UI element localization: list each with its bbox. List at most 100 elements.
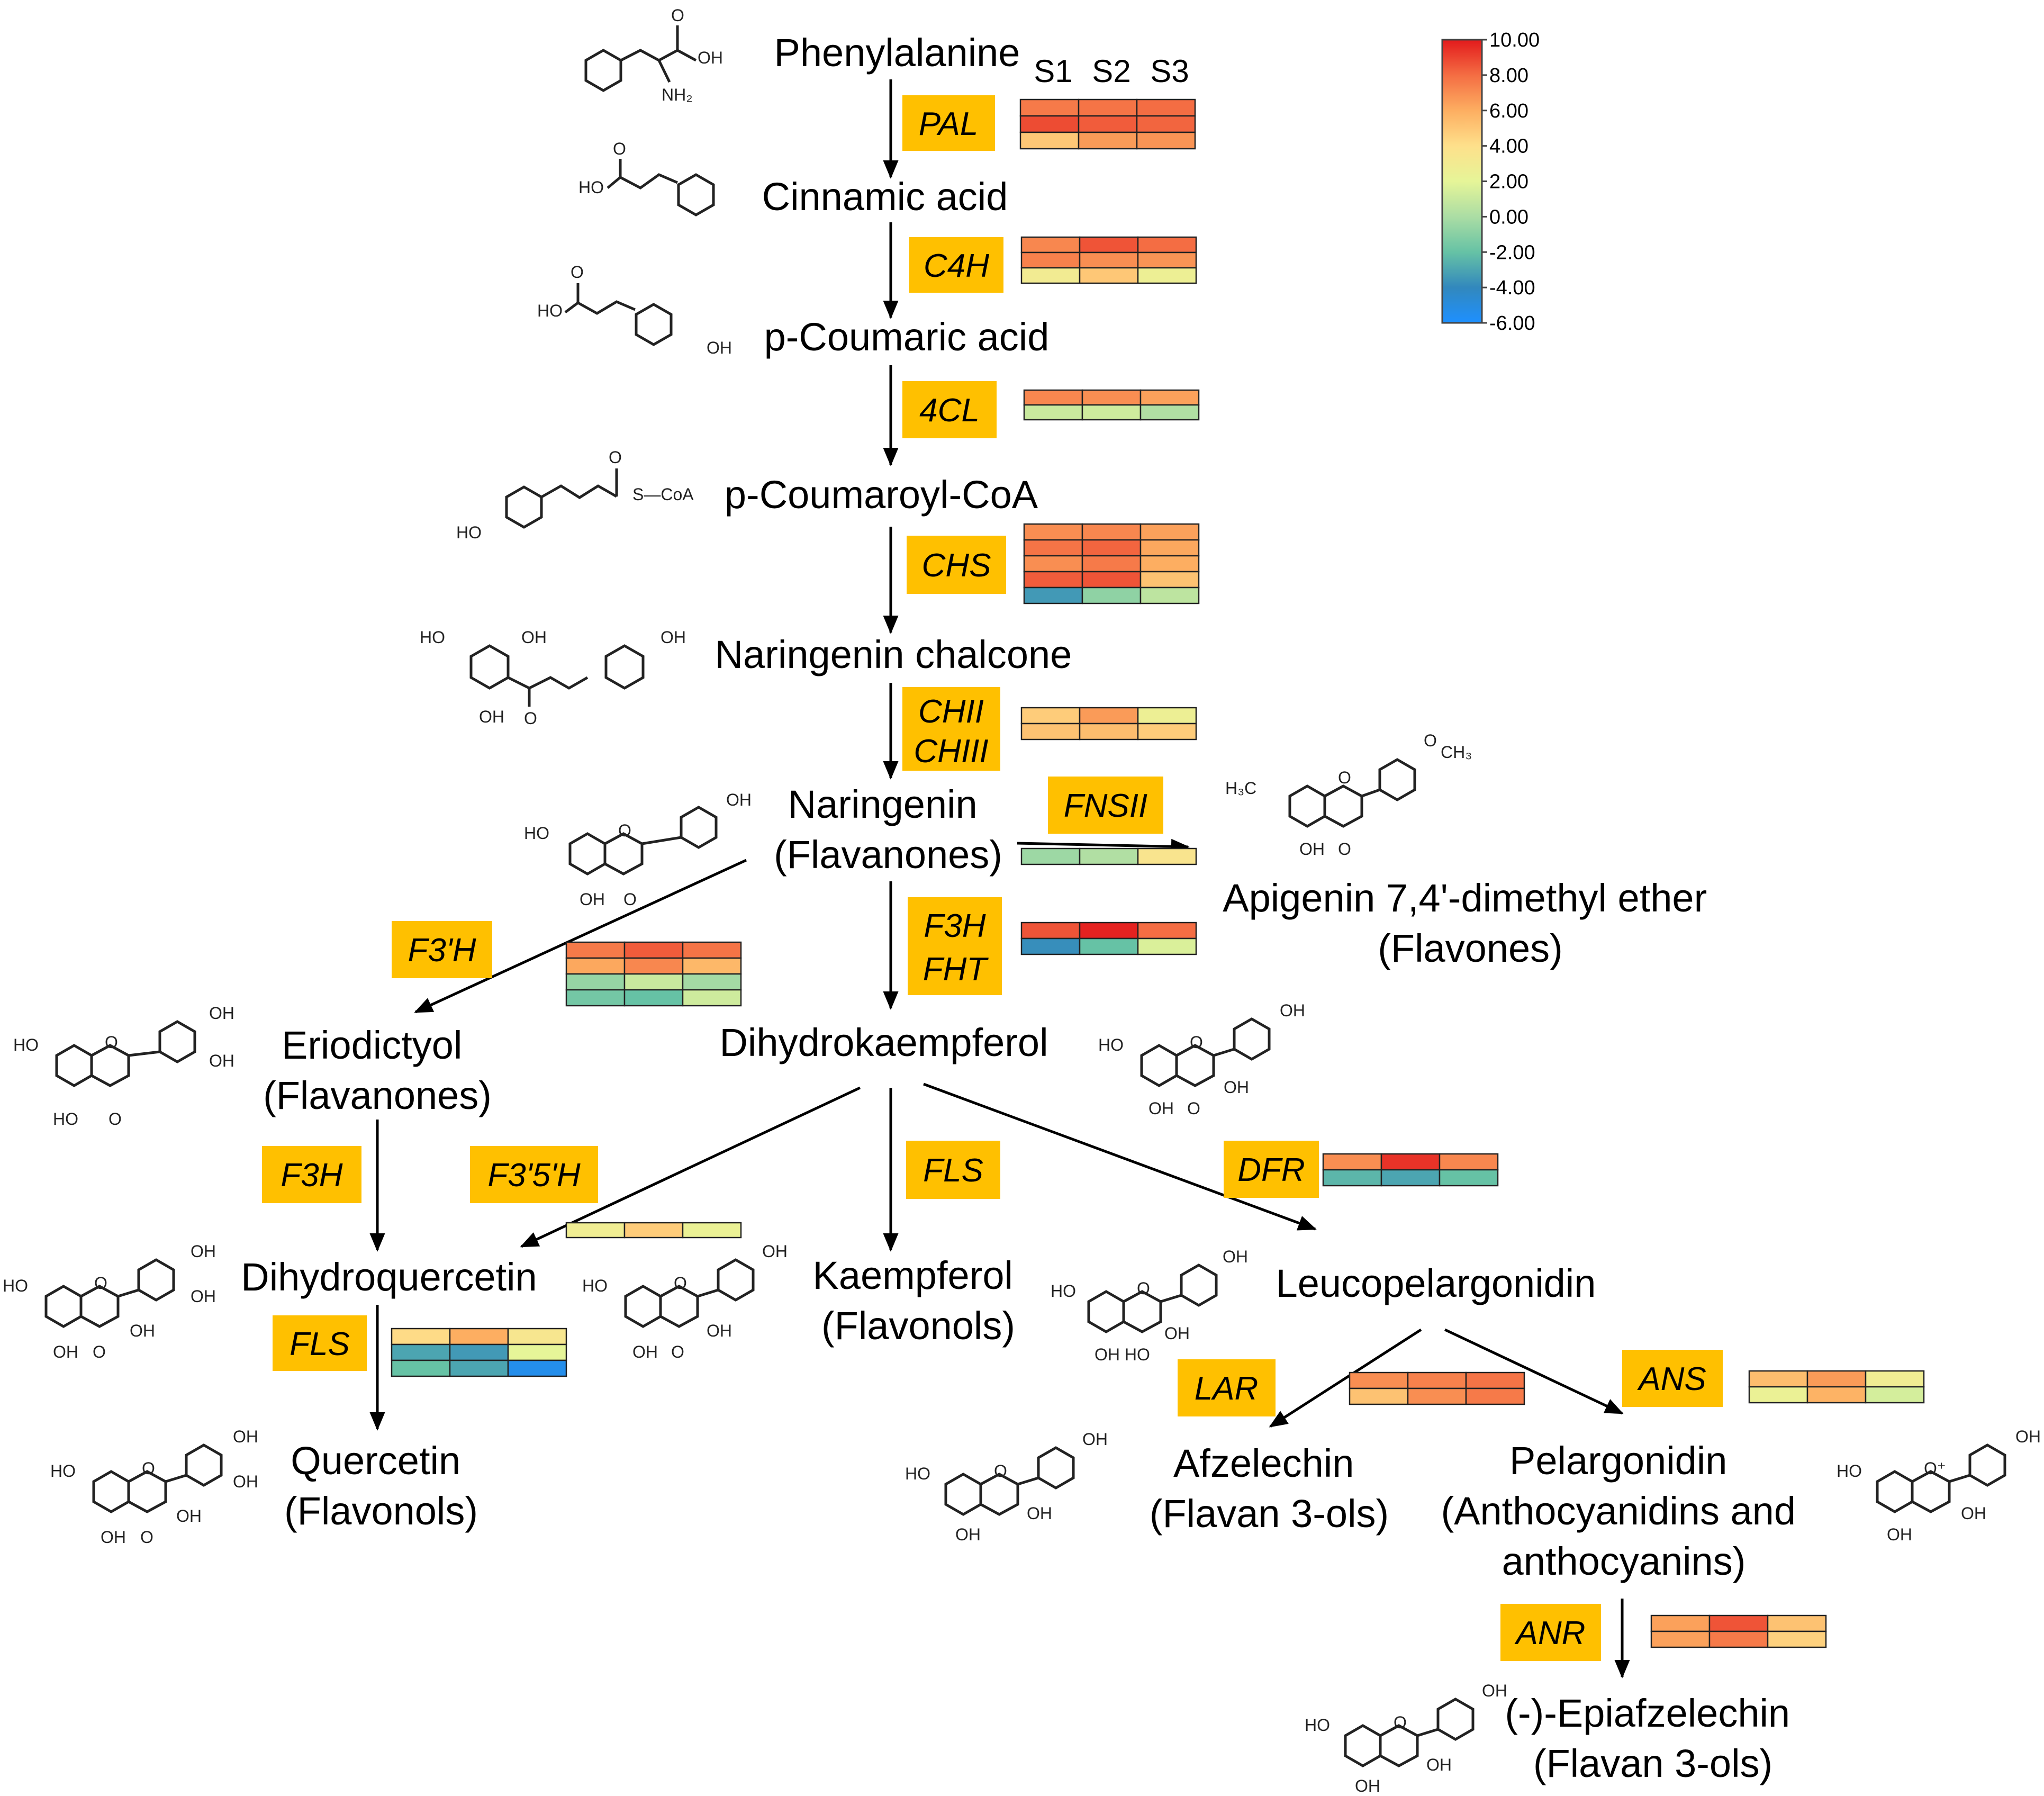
svg-text:FLS: FLS [290, 1326, 350, 1362]
compound-labels: Phenylalanine Cinnamic acid p-Coumaric a… [241, 31, 1796, 1785]
heatmap-cell [1139, 389, 1200, 406]
heatmap-cell [1137, 236, 1197, 254]
heatmap-cell [1019, 131, 1080, 150]
svg-text:OH: OH [191, 1287, 216, 1306]
svg-text:O: O [571, 263, 584, 282]
heatmap-cell [1137, 707, 1197, 725]
structure-dihydroquercetin: HO O OH OH OH OH O [3, 1242, 216, 1361]
expression-heatmaps [391, 98, 1925, 1648]
svg-text:O⁺: O⁺ [1924, 1459, 1946, 1478]
heatmap-cell [1081, 555, 1142, 573]
svg-text:O: O [1137, 1279, 1150, 1298]
heatmap-cell [1078, 131, 1138, 150]
heatmap-anr [1650, 1614, 1827, 1648]
enzyme-4cl: 4CL [902, 381, 997, 438]
colorbar-tick-label: 6.00 [1489, 100, 1529, 122]
svg-text:HO: HO [578, 178, 604, 197]
svg-text:OH: OH [176, 1506, 202, 1526]
structure-apigenin: H₃C O O CH₃ OH O [1225, 731, 1472, 859]
heatmap-cell [1078, 115, 1138, 133]
svg-text:OH: OH [209, 1004, 234, 1023]
svg-text:OH: OH [1961, 1504, 1986, 1523]
column-header-s1: S1 [1034, 53, 1072, 89]
heatmap-cell [1407, 1371, 1467, 1389]
column-header-s3: S3 [1150, 53, 1189, 89]
heatmap-cell [1023, 523, 1083, 541]
structure-naringenin: HO O OH OH O [524, 790, 752, 909]
enzyme-f3prime-h: F3'H [392, 921, 492, 978]
svg-text:OH: OH [1355, 1776, 1380, 1795]
heatmap-cell [1407, 1387, 1467, 1405]
svg-text:OH: OH [1299, 840, 1325, 859]
svg-text:O: O [609, 448, 622, 467]
structure-kaempferol: HO O OH OH OH O [582, 1242, 788, 1361]
svg-text:OH: OH [1164, 1324, 1190, 1343]
svg-text:OH: OH [955, 1525, 981, 1544]
svg-text:O: O [93, 1342, 106, 1361]
heatmap-cell [565, 973, 626, 991]
arrow-leucopelargonidin-to-pelargonidin [1444, 1328, 1624, 1415]
structure-pelargonidin: HO O⁺ OH OH OH [1837, 1427, 2041, 1544]
heatmap-cell [1023, 539, 1083, 557]
svg-text:DFR: DFR [1237, 1152, 1305, 1188]
column-header-s2: S2 [1092, 53, 1130, 89]
heatmap-cell [1439, 1169, 1499, 1187]
heatmap-cell [682, 989, 742, 1007]
svg-text:O: O [105, 1033, 118, 1052]
svg-text:O: O [671, 6, 684, 25]
heatmap-cell [1349, 1371, 1409, 1389]
heatmap-cell [1137, 937, 1197, 955]
svg-text:OH: OH [698, 48, 723, 67]
heatmap-cell [1081, 539, 1142, 557]
svg-text:OH: OH [1027, 1504, 1052, 1523]
colorbar-gradient [1441, 39, 1483, 324]
svg-text:ANS: ANS [1636, 1361, 1706, 1397]
heatmap-cell [565, 957, 626, 975]
svg-text:C4H: C4H [924, 248, 989, 284]
arrow-dihydrokaempferol-to-dihydroquercetin [520, 1086, 861, 1248]
compound-dihydrokaempferol: Dihydrokaempferol [719, 1021, 1048, 1064]
svg-text:OH: OH [762, 1242, 788, 1261]
svg-text:OH: OH [707, 1321, 732, 1340]
heatmap-cell [1136, 115, 1196, 133]
structure-cinnamic-acid: HO O [578, 139, 715, 216]
enzyme-lar: LAR [1178, 1359, 1276, 1416]
heatmap-cell [1081, 523, 1142, 541]
compound-naringenin-chalcone: Naringenin chalcone [715, 633, 1072, 676]
svg-text:O: O [1338, 840, 1351, 859]
heatmap-chs [1023, 523, 1200, 604]
svg-text:OH: OH [1887, 1525, 1912, 1544]
svg-text:O: O [1394, 1713, 1407, 1732]
structure-leucopelargonidin: HO O OH OH OH HO [1051, 1247, 1248, 1364]
enzyme-labels: PAL C4H 4CL CHS CHII CHIII FNSII F3H FHT [262, 95, 1723, 1661]
heatmap-cell [623, 989, 684, 1007]
svg-text:O: O [994, 1461, 1007, 1481]
colorbar-tick-label: 2.00 [1489, 171, 1529, 193]
heatmap-cell [1767, 1614, 1827, 1632]
heatmap-cell [449, 1343, 509, 1361]
enzyme-dfr: DFR [1224, 1141, 1319, 1198]
structure-epiafzelechin: HO O OH OH OH [1305, 1681, 1507, 1795]
compound-p-coumaric-acid: p-Coumaric acid [764, 315, 1050, 359]
heatmap-cell [1865, 1386, 1925, 1404]
enzyme-fls-a: FLS [906, 1141, 1000, 1199]
arrow-leucopelargonidin-to-afzelechin [1269, 1328, 1422, 1428]
structure-quercetin: HO O OH OH OH OH O [50, 1427, 258, 1547]
heatmap-cell [1137, 251, 1197, 269]
structure-afzelechin: HO O OH OH OH [905, 1430, 1108, 1544]
svg-text:CHS: CHS [922, 547, 991, 584]
heatmap-fnsii [1020, 847, 1197, 865]
svg-text:OH: OH [209, 1051, 234, 1070]
svg-text:OH: OH [521, 628, 547, 647]
heatmap-ans [1748, 1370, 1925, 1404]
svg-text:NH₂: NH₂ [662, 85, 693, 104]
heatmap-cell [1439, 1153, 1499, 1171]
svg-text:OH: OH [1148, 1099, 1174, 1118]
svg-text:HO: HO [13, 1035, 39, 1054]
svg-text:PAL: PAL [919, 106, 979, 142]
svg-text:OH: OH [191, 1242, 216, 1261]
svg-text:O: O [671, 1342, 684, 1361]
compound-leucopelargonidin: Leucopelargonidin [1276, 1261, 1596, 1305]
svg-text:OH: OH [1223, 1247, 1248, 1266]
